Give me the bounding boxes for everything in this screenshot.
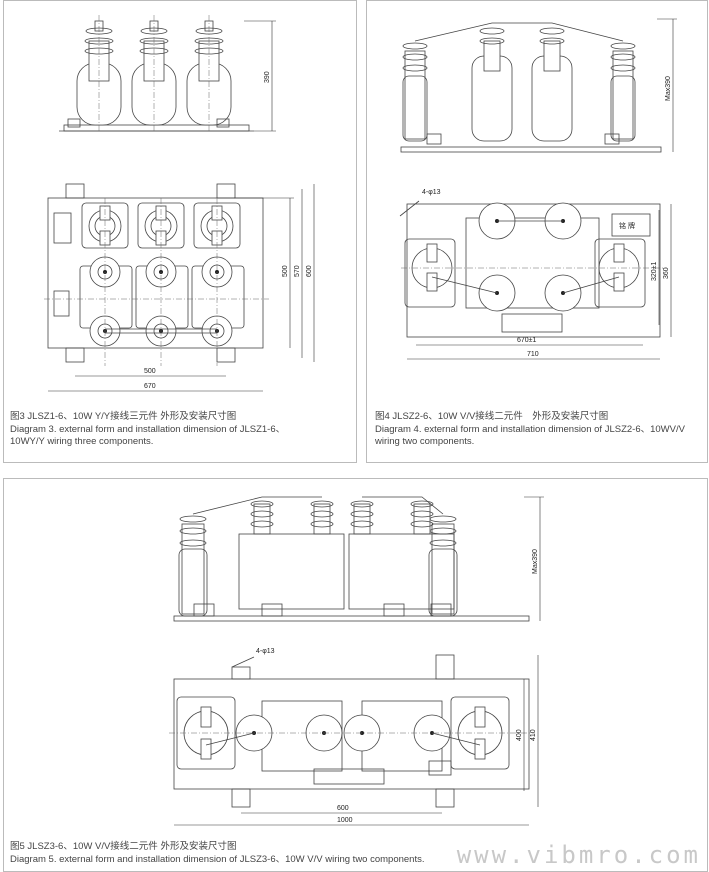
dim-total-height: 360 <box>663 267 670 279</box>
diagram-5-panel: Max390 4-φ13 400 410 <box>3 478 708 872</box>
caption-en: Diagram 5. external form and installatio… <box>10 853 425 865</box>
diagram-3-caption: 图3 JLSZ1-6、10W Y/Y接线三元件 外形及安装尺寸图 Diagram… <box>10 411 285 449</box>
dim-inner-height: 500 <box>282 265 289 277</box>
diagram-3-panel: 390 <box>3 0 357 463</box>
caption-cn: 图5 JLSZ3-6、10W V/V接线二元件 外形及安装尺寸图 <box>10 841 237 852</box>
watermark: www.vibmro.com <box>456 841 701 869</box>
dim-height: Max390 <box>665 76 672 101</box>
diagram-3-side-view: 390 <box>59 14 276 132</box>
diagram-5-side-view: Max390 <box>173 496 544 622</box>
caption-en-cont: wiring two components. <box>375 436 475 447</box>
diagram-4-side-view: Max390 <box>400 18 677 153</box>
caption-en: Diagram 3. external form and installatio… <box>10 423 286 435</box>
dim-mount-width: 500 <box>144 368 156 375</box>
dim-mount-width: 670±1 <box>517 337 537 344</box>
diagram-3-drawing: 390 <box>44 14 315 392</box>
dim-holes: 4-φ13 <box>422 189 441 196</box>
diagram-5-caption: 图5 JLSZ3-6、10W V/V接线二元件 外形及安装尺寸图 Diagram… <box>10 841 425 866</box>
dim-total-width: 1000 <box>337 817 353 824</box>
dim-total-height: 410 <box>530 729 537 741</box>
caption-en: Diagram 4. external form and installatio… <box>375 423 685 435</box>
dim-mount-height: 400 <box>516 729 523 741</box>
diagram-4-caption: 图4 JLSZ2-6、10W V/V接线二元件 外形及安装尺寸图 Diagram… <box>375 411 685 449</box>
caption-cn: 图3 JLSZ1-6、10W Y/Y接线三元件 外形及安装尺寸图 <box>10 411 237 422</box>
dim-height: Max390 <box>532 549 539 574</box>
diagram-4-drawing: Max390 4-φ13 铭 牌 320±1 360 <box>399 18 677 360</box>
diagram-5-top-view: 4-φ13 400 410 600 1000 <box>169 648 539 826</box>
dim-height: 390 <box>264 71 271 83</box>
dim-holes: 4-φ13 <box>256 648 275 655</box>
caption-en-cont: 10WY/Y wiring three components. <box>10 436 154 447</box>
diagram-5-drawing: Max390 4-φ13 400 410 <box>169 496 544 826</box>
dim-total-width: 710 <box>527 351 539 358</box>
nameplate-label: 铭 牌 <box>619 221 635 230</box>
diagram-4-top-view: 4-φ13 铭 牌 320±1 360 670±1 710 <box>399 189 672 360</box>
caption-cn: 图4 JLSZ2-6、10W V/V接线二元件 外形及安装尺寸图 <box>375 411 609 422</box>
dim-mount-height: 570 <box>294 265 301 277</box>
dim-mount-width: 600 <box>337 805 349 812</box>
dim-mount-height: 320±1 <box>651 261 658 281</box>
dim-total-height: 600 <box>306 265 313 277</box>
diagram-4-panel: Max390 4-φ13 铭 牌 320±1 360 <box>366 0 708 463</box>
dim-total-width: 670 <box>144 383 156 390</box>
diagram-3-top-view: 500 570 600 500 670 <box>44 183 315 392</box>
